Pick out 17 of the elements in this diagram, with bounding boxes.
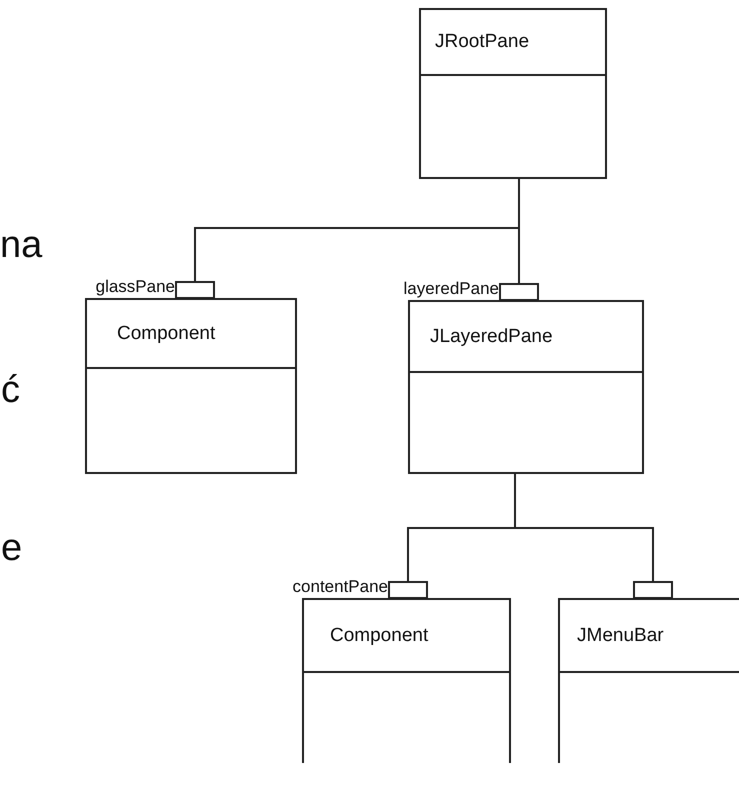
class-name: Component bbox=[330, 624, 428, 646]
class-box bbox=[302, 598, 511, 763]
class-name: Component bbox=[117, 322, 216, 344]
class-name: JRootPane bbox=[435, 31, 530, 53]
text-fragment: e bbox=[1, 528, 22, 568]
edge-label: layeredPane bbox=[404, 279, 499, 299]
class-box bbox=[85, 298, 297, 474]
text-fragment: ć bbox=[1, 370, 20, 410]
association-line bbox=[499, 179, 539, 301]
class-box bbox=[419, 8, 607, 179]
class-box bbox=[558, 598, 739, 763]
text-fragment: na bbox=[0, 225, 42, 265]
class-name: JLayeredPane bbox=[430, 326, 553, 348]
association-line bbox=[514, 474, 673, 599]
class-box bbox=[408, 300, 644, 474]
edge-label: glassPane bbox=[96, 277, 175, 297]
class-name: JMenuBar bbox=[577, 624, 664, 646]
